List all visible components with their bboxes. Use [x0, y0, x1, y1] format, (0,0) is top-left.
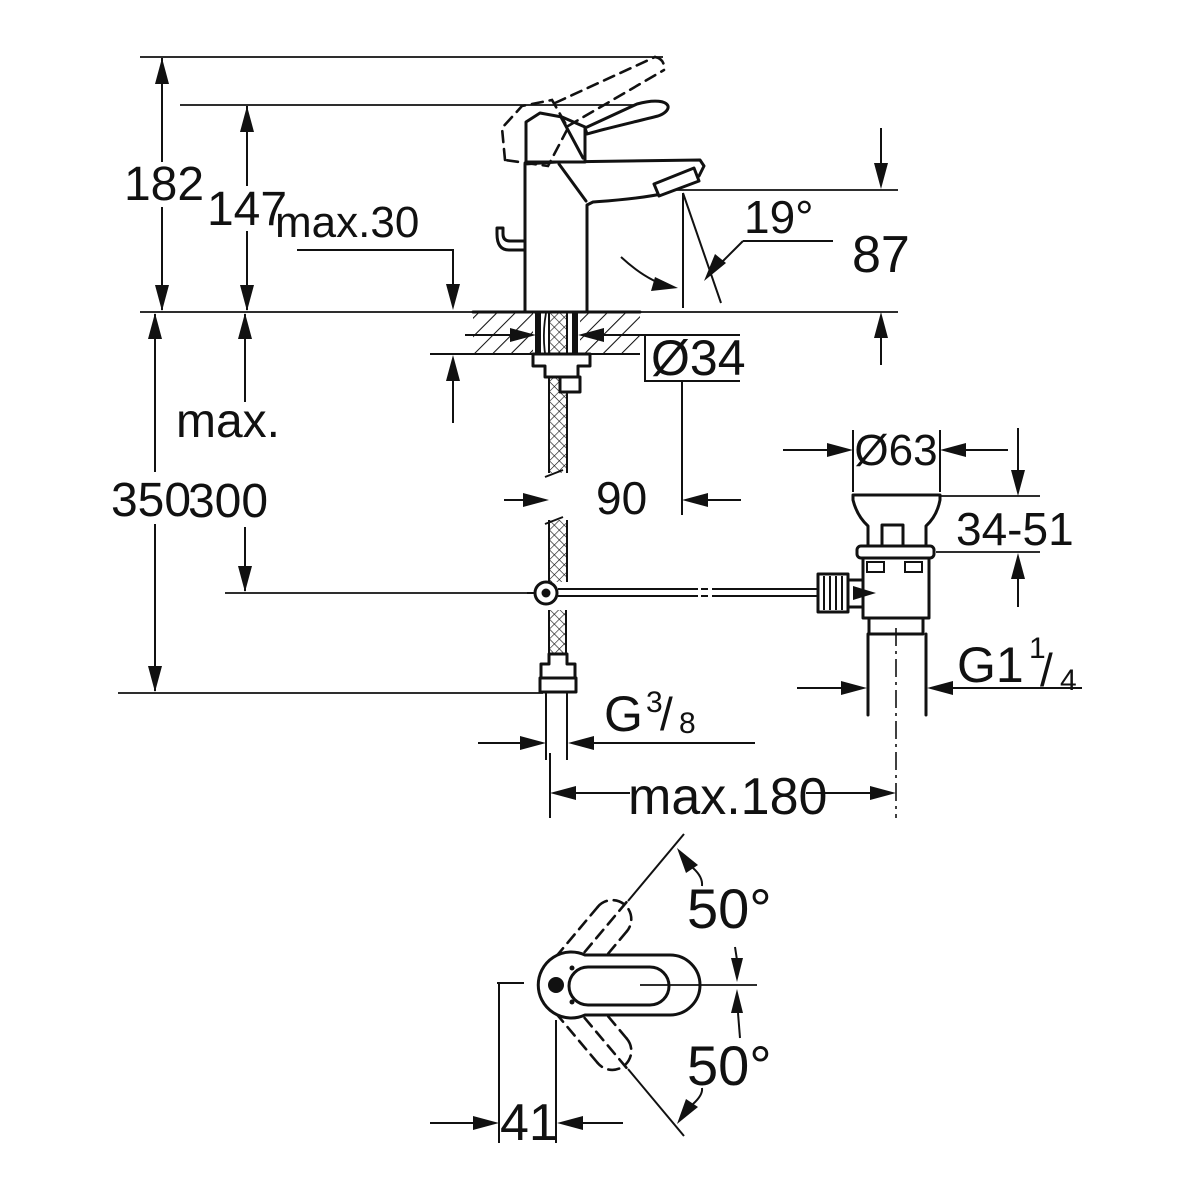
- faucet-side-view: [495, 55, 706, 314]
- dim-147-label: 147: [207, 183, 287, 236]
- mounting-nut: [531, 352, 592, 379]
- dim-19deg: 19°: [620, 191, 833, 308]
- dim-dia34: Ø34: [465, 328, 746, 386]
- mounting-screw: [558, 375, 582, 394]
- dim-34-51: 34-51: [936, 428, 1074, 607]
- supply-nut: [538, 676, 578, 694]
- dim-g114-sup: 1: [1029, 632, 1046, 665]
- dim-dia34-label: Ø34: [651, 330, 746, 386]
- dim-g114: G1 1 / 4: [797, 632, 1082, 697]
- shank-wall-left: [535, 312, 541, 355]
- dim-90: 90: [504, 382, 741, 524]
- handle-pivot-dot: [548, 977, 564, 993]
- handle-lever: [583, 99, 670, 136]
- rod-coupling: [816, 572, 876, 614]
- dim-max30: max.30: [275, 198, 460, 423]
- dim-g114-slash: /: [1040, 644, 1053, 696]
- dim-max300: max. 300: [176, 313, 280, 592]
- handle-top-view: [497, 898, 757, 1072]
- dim-87: 87: [852, 128, 910, 365]
- dim-350-label: 350: [111, 474, 191, 527]
- check-valve: [539, 652, 577, 680]
- dim-182-label: 182: [124, 158, 204, 211]
- dim-350: 350: [111, 313, 191, 692]
- aerator: [652, 166, 701, 198]
- dim-g114-sub: 4: [1060, 664, 1077, 697]
- dim-max300-prefix: max.: [176, 395, 280, 448]
- dim-50deg-up-label: 50°: [687, 877, 772, 940]
- handle-raised-dashed: [500, 55, 666, 168]
- faucet-body: [523, 158, 706, 314]
- dim-max180-label: max.180: [628, 768, 827, 826]
- dim-87-label: 87: [852, 226, 910, 284]
- handle-top-inner: [567, 965, 671, 1007]
- dim-41-label: 41: [500, 1094, 558, 1152]
- dim-dia63-label: Ø63: [854, 426, 937, 475]
- dim-34-51-label: 34-51: [956, 503, 1074, 555]
- dim-182: 182: [124, 58, 204, 311]
- pop-up-rod-assembly: [527, 580, 818, 606]
- dim-g38-base: G: [604, 686, 643, 742]
- dim-50deg-down: 50°: [627, 1034, 772, 1137]
- dim-147: 147: [207, 106, 287, 311]
- dim-g38: G 3 / 8: [478, 686, 755, 750]
- waste-body: [861, 556, 931, 620]
- dim-max30-label: max.30: [275, 198, 419, 247]
- waste-valve-assembly: [816, 493, 942, 818]
- dim-50deg-up: 50°: [627, 833, 772, 940]
- dim-g114-base: G1: [957, 637, 1024, 693]
- dim-g38-sup: 3: [646, 686, 663, 719]
- dim-dia63: Ø63: [783, 426, 1008, 492]
- dim-19deg-label: 19°: [744, 191, 814, 243]
- shank-wall-right: [572, 312, 578, 355]
- dim-max180: max.180: [549, 753, 896, 826]
- supply-hose-assembly: [531, 312, 592, 760]
- dim-max300-label: 300: [188, 475, 268, 528]
- dim-41: 41: [430, 983, 623, 1152]
- dim-50deg-down-label: 50°: [687, 1034, 772, 1097]
- waste-flange: [855, 544, 936, 560]
- countertop-section: [430, 310, 642, 355]
- dim-g38-sub: 8: [679, 707, 696, 740]
- dim-g38-slash: /: [660, 688, 673, 740]
- reference-lines: [118, 56, 898, 694]
- dim-90-label: 90: [596, 472, 647, 524]
- pop-up-knob: [495, 226, 527, 252]
